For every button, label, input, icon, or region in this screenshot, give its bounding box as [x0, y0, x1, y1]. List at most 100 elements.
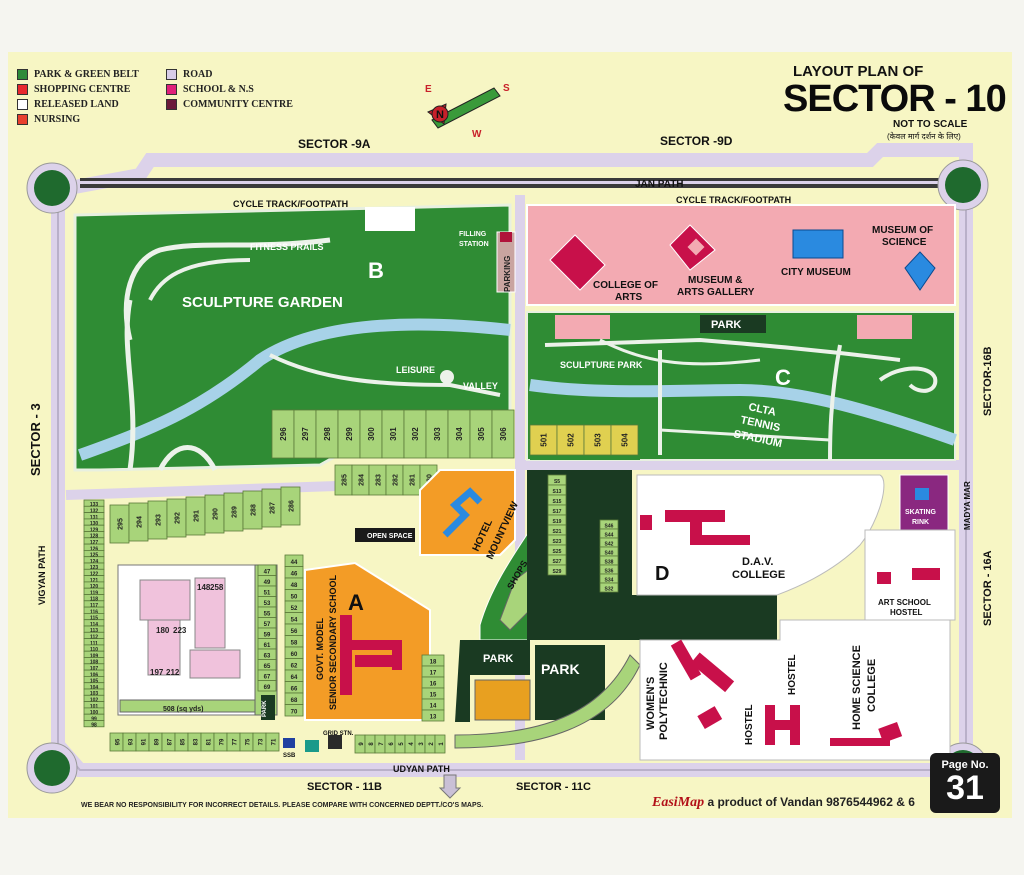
plot-number: 306	[499, 427, 508, 441]
label-fitness: FITNESS PRAILS	[250, 242, 324, 252]
plot-number: S32	[605, 587, 614, 593]
plot-number: 303	[433, 427, 442, 441]
plot-number: 85	[181, 738, 187, 745]
plot-number: 112	[90, 634, 98, 640]
plot-number: S40	[605, 551, 614, 557]
label-college-arts-2: ARTS	[615, 292, 643, 303]
plot-number: 285	[342, 474, 349, 486]
label-city-museum: CITY MUSEUM	[781, 267, 851, 278]
plot-number: 295	[118, 518, 125, 530]
plot-number: S46	[605, 524, 614, 530]
plot-number: S25	[553, 549, 562, 555]
plot-number: 89	[155, 738, 161, 745]
plot-number: 304	[455, 427, 464, 441]
block-258: 258	[210, 583, 224, 592]
plot-cell	[583, 424, 612, 456]
plot-number: 298	[323, 427, 332, 441]
plot-number: 16	[430, 682, 437, 688]
plot-number: 3	[419, 742, 425, 746]
label-park-mid: PARK	[483, 653, 513, 665]
bottom-right-colleges	[639, 619, 951, 761]
plot-number: 52	[291, 606, 298, 612]
plot-number: S5	[554, 479, 560, 485]
plot-number: 103	[90, 691, 99, 697]
block-180: 180	[156, 626, 170, 635]
plot-number: 123	[90, 565, 99, 571]
plot-number: 60	[291, 652, 298, 658]
plot-number: 98	[91, 723, 97, 729]
road-sector-9a: SECTOR -9A	[298, 137, 371, 151]
museum-zone	[526, 204, 956, 306]
plot-number: 297	[301, 427, 310, 441]
plot-cell	[434, 734, 446, 754]
road-cycle-left: CYCLE TRACK/FOOTPATH	[233, 199, 348, 209]
plot-number: 502	[567, 433, 576, 447]
plot-number: 48	[291, 583, 298, 589]
plot-number: 287	[270, 502, 277, 514]
compass-w: W	[472, 129, 482, 140]
legend-col-1: PARK & GREEN BELT SHOPPING CENTRE RELEAS…	[17, 67, 139, 127]
plot-number: 58	[291, 640, 298, 646]
plot-number: 290	[213, 508, 220, 520]
label-grid: GRID STN.	[323, 731, 354, 737]
plot-number: 282	[393, 474, 400, 486]
plot-number: 133	[90, 502, 99, 508]
plot-number: 305	[477, 427, 486, 441]
label-valley: VALLEY	[463, 381, 498, 391]
label-museum-gallery-2: ARTS GALLERY	[677, 287, 755, 298]
block-b-sculpture-garden	[73, 203, 516, 472]
plot-number: 66	[291, 686, 298, 692]
ssb-marker	[283, 738, 295, 748]
label-sculpture-park: SCULPTURE PARK	[560, 360, 643, 370]
plot-number: 111	[90, 641, 98, 647]
plot-number: 49	[264, 580, 271, 586]
compass-e: E	[425, 84, 432, 95]
plot-number: 8	[369, 742, 375, 746]
label-b: B	[368, 258, 384, 283]
plot-number: 281	[410, 474, 417, 486]
legend-swatch	[166, 84, 177, 95]
block-212: 212	[166, 668, 180, 677]
label-filling-2: STATION	[459, 241, 489, 248]
plot-number: 286	[289, 500, 296, 512]
road-sector-16a: SECTOR - 16A	[982, 550, 994, 626]
label-508-yds: 508 (sq yds)	[163, 706, 203, 713]
block-148: 148	[197, 583, 211, 592]
label-leisure: LEISURE	[396, 365, 435, 375]
plot-number: 69	[264, 685, 271, 691]
plot-number: 302	[411, 427, 420, 441]
hotel-mountview	[355, 469, 516, 556]
label-museum-science-1: MUSEUM OF	[872, 225, 933, 236]
plot-number: 47	[264, 569, 271, 575]
plot-number: S38	[605, 560, 614, 566]
plot-number: 116	[90, 609, 98, 615]
legend-swatch	[166, 99, 177, 110]
plot-number: 124	[90, 559, 99, 565]
plot-number: 55	[264, 611, 271, 617]
plot-number: 95	[116, 738, 122, 745]
legend-item: COMMUNITY CENTRE	[166, 97, 293, 112]
plot-number: 122	[90, 571, 99, 577]
plot-number: 7	[379, 742, 385, 746]
legend-swatch	[166, 69, 177, 80]
plot-number: 126	[90, 546, 99, 552]
plot-number: 56	[291, 629, 298, 635]
label-a: A	[348, 590, 364, 615]
plot-number: 128	[90, 534, 99, 540]
road-cycle-right: CYCLE TRACK/FOOTPATH	[676, 195, 791, 205]
legend-col-2: ROAD SCHOOL & N.S COMMUNITY CENTRE	[166, 67, 293, 112]
road-madya-mar: MADYA MAR	[963, 481, 972, 530]
plot-number: 293	[156, 514, 163, 526]
plot-number: 62	[291, 663, 298, 669]
plot-number: S17	[553, 509, 562, 515]
plot-number: 106	[90, 672, 99, 678]
legend-label: RELEASED LAND	[34, 99, 119, 110]
legend-swatch	[17, 114, 28, 125]
label-open-space: OPEN SPACE	[367, 533, 413, 540]
legend-label: SCHOOL & N.S	[183, 84, 254, 95]
brand-name: EasiMap	[652, 795, 705, 810]
hindi-note: (केवल मार्ग दर्शन के लिए)	[887, 132, 961, 141]
plot-number: 65	[264, 664, 271, 670]
plot-number: 50	[291, 594, 298, 600]
